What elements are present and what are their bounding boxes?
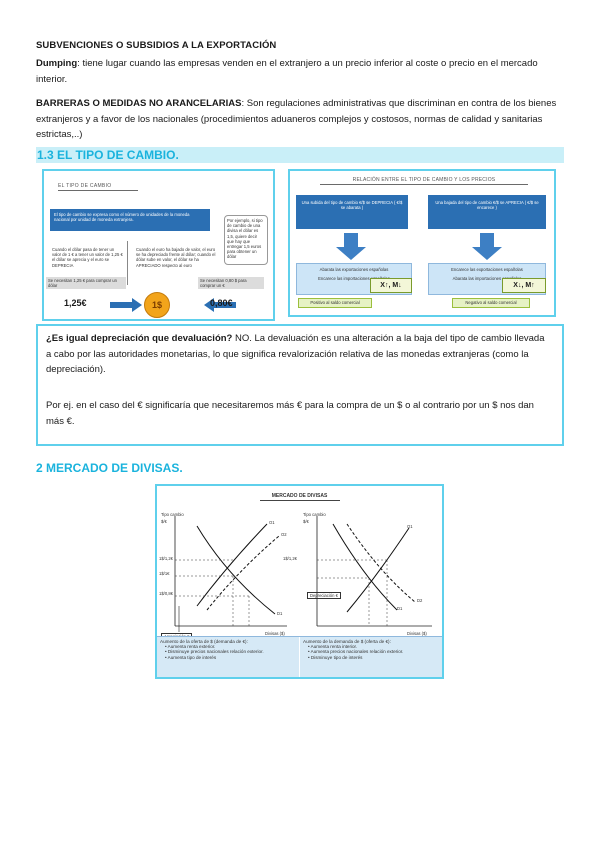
slide1-left-text: Cuando el dólar pasa de tener un valor d…: [52, 247, 123, 268]
forex-title-underline: [260, 500, 340, 501]
slide2-right-tag: X↓, M↑: [502, 278, 546, 293]
slide2-right-top: Una bajada del tipo de cambio €/$ se APR…: [428, 195, 546, 229]
right-caption-box: Aumento de la demanda de $ (oferta de €)…: [300, 637, 442, 677]
slide1-right-text: Cuando el euro ha bajado de valor, el eu…: [136, 247, 216, 268]
right-item-3: • Disminuye tipo de interés: [308, 654, 363, 660]
forex-caption-rule: [157, 636, 442, 637]
right-item-1: • Aumenta renta interior.: [308, 644, 358, 650]
left-ylabel1: Tipo cambio: [161, 512, 184, 517]
slide-exchange-rate: EL TIPO DE CAMBIO El tipo de cambio se e…: [42, 169, 275, 321]
left-tick-1: 1$/1,2€: [159, 556, 173, 561]
left-ylabel2: $/€: [161, 519, 167, 524]
right-curve-d2: D2: [417, 598, 423, 603]
left-tick-2: 1$/1€: [159, 571, 170, 576]
left-item-3: • Aumenta tipo de interés: [165, 654, 217, 660]
forex-graphs: [174, 516, 432, 632]
left-curve-o1: O1: [269, 520, 275, 525]
slide2-right-mid2: Abarata las importaciones españolas: [452, 276, 522, 282]
right-xlabel: Divisas ($): [407, 631, 427, 636]
slide2-left-mid2: Encarece las importaciones españolas: [318, 276, 390, 282]
dumping-term: Dumping: [36, 58, 78, 69]
question-bold: ¿Es igual depreciación que devaluación?: [46, 333, 233, 344]
slide1-arrows: [110, 298, 236, 312]
slide2-right-result: Negativo al saldo comercial: [452, 298, 530, 308]
right-note-depreciation: Depreciación €: [307, 592, 341, 600]
slide1-title: EL TIPO DE CAMBIO: [58, 183, 112, 189]
left-tick-3: 1$/0,8€: [159, 591, 173, 596]
question-paragraph: ¿Es igual depreciación que devaluación? …: [46, 331, 552, 378]
left-curve-d1: D1: [277, 611, 283, 616]
left-curve-o2: O2: [281, 532, 287, 537]
dumping-text: : tiene lugar cuando las empresas venden…: [36, 58, 538, 85]
slide1-side-note: Por ejemplo, si tipo de cambio de una di…: [224, 215, 268, 265]
slide1-bottom-right: Se necesitan 0,80 $ para comprar un €: [198, 277, 264, 289]
question-box: ¿Es igual depreciación que devaluación? …: [36, 324, 564, 446]
slide2-down-arrows: [336, 233, 502, 260]
left-caption-box: Aumento de la oferta de $ (demanda de €)…: [157, 637, 299, 677]
right-ylabel1: Tipo cambio: [303, 512, 326, 517]
question-example: Por ej. en el caso del € significaría qu…: [46, 400, 534, 427]
slide1-underline: [58, 190, 138, 191]
left-xlabel: Divisas ($): [265, 631, 285, 636]
slide2-left-tag: X↑, M↓: [370, 278, 412, 293]
barriers-paragraph: BARRERAS O MEDIDAS NO ARANCELARIAS: Son …: [36, 96, 566, 143]
slide2-left-mid1: Abarata las exportaciones españolas: [319, 267, 389, 272]
question-text: NO. La devaluación es una alteración a l…: [46, 333, 545, 375]
slide2-title: RELACIÓN ENTRE EL TIPO DE CAMBIO Y LOS P…: [352, 177, 496, 183]
right-curve-o1: O1: [407, 524, 413, 529]
barriers-text: : Son regulaciones administrativas que d…: [36, 98, 557, 140]
right-curve-d1: D1: [397, 606, 403, 611]
forex-title: MERCADO DE DIVISAS: [271, 493, 328, 499]
forex-figure: MERCADO DE DIVISAS Tipo cambio $/€ 1$/1,…: [155, 484, 444, 679]
slide1-value-left: 1,25€: [64, 298, 87, 308]
section-title-exchange: 1.3 EL TIPO DE CAMBIO.: [37, 148, 179, 162]
section-bar-exchange: [36, 147, 564, 163]
left-item-1: • Aumenta renta exterior.: [165, 644, 216, 650]
slide2-right-mid1: Encarece las exportaciones españolas: [451, 267, 523, 272]
barriers-term: BARRERAS O MEDIDAS NO ARANCELARIAS: [36, 98, 242, 109]
right-ylabel2: $/€: [303, 519, 309, 524]
dollar-coin-icon: 1$: [144, 292, 170, 318]
slide1-blue-box: El tipo de cambio se expresa como el núm…: [50, 209, 210, 231]
slide1-divider: [127, 241, 128, 285]
right-item-2: • Aumenta precios nacionales relación ex…: [308, 649, 404, 655]
slide2-left-top: Una subida del tipo de cambio €/$ se DEP…: [296, 195, 408, 229]
right-caption: Aumento de la demanda de $ (oferta de €)…: [303, 639, 391, 644]
section-title-forex: 2 MERCADO DE DIVISAS.: [36, 461, 183, 475]
slide1-value-right: 0,80€: [210, 298, 233, 308]
right-tick-1: 1$/1,2€: [283, 556, 297, 561]
slide2-left-result: Positivo al saldo comercial: [298, 298, 372, 308]
slide1-bottom-left: Se necesitan 1,25 € para comprar un dóla…: [46, 277, 126, 289]
left-caption: Aumento de la oferta de $ (demanda de €)…: [160, 639, 248, 644]
slide2-underline: [320, 184, 528, 185]
dumping-paragraph: Dumping: tiene lugar cuando las empresas…: [36, 56, 566, 87]
slide-exchange-prices: RELACIÓN ENTRE EL TIPO DE CAMBIO Y LOS P…: [288, 169, 556, 317]
subsidies-heading: SUBVENCIONES O SUBSIDIOS A LA EXPORTACIÓ…: [36, 40, 277, 51]
left-item-2: • Disminuye precios nacionales relación …: [165, 649, 264, 655]
